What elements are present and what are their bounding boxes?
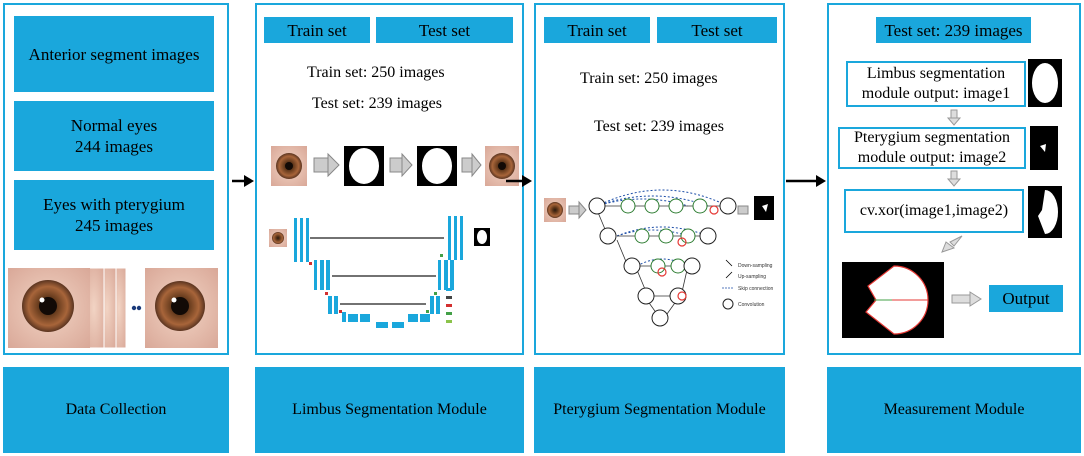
xor-box: cv.xor(image1,image2) xyxy=(844,189,1024,233)
pterygium-train-count: Train set: 250 images xyxy=(580,70,718,87)
arrow-right-icon xyxy=(232,175,254,187)
eye-images-strip xyxy=(8,267,218,349)
right-arrow-icon xyxy=(951,291,982,307)
diagonal-arrow-icon xyxy=(941,235,963,253)
legend-skip: Skip connection xyxy=(738,286,774,292)
limbus-output-box: Limbus segmentation module output: image… xyxy=(846,61,1026,107)
output-label: Output xyxy=(1002,289,1050,308)
limbus-title: Limbus Segmentation Module xyxy=(292,401,487,418)
limbus-mask-image xyxy=(1028,59,1062,107)
anterior-segment-box: Anterior segment images xyxy=(14,16,214,92)
measurement-image xyxy=(842,262,944,338)
limbus-train-label: Train set xyxy=(287,20,347,40)
limbus-train-button: Train set xyxy=(264,17,370,43)
pterygium-test-label: Test set xyxy=(691,20,743,40)
down-arrow-icon xyxy=(946,170,962,187)
output-box: Output xyxy=(989,285,1063,312)
pterygium-train-button: Train set xyxy=(544,17,650,43)
measurement-test-label: Test set: 239 images xyxy=(884,20,1023,40)
pterygium-eyes-box: Eyes with pterygium 245 images xyxy=(14,180,214,250)
measurement-test-button: Test set: 239 images xyxy=(876,17,1031,43)
normal-eyes-label: Normal eyes xyxy=(70,116,158,135)
measurement-title: Measurement Module xyxy=(883,401,1025,418)
data-collection-footer: Data Collection xyxy=(3,367,229,453)
limbus-footer: Limbus Segmentation Module xyxy=(255,367,524,453)
anterior-segment-label: Anterior segment images xyxy=(28,44,200,64)
pterygium-test-button: Test set xyxy=(657,17,777,43)
limbus-test-label: Test set xyxy=(418,20,471,40)
xor-result-image xyxy=(1028,186,1062,238)
down-arrow-icon xyxy=(946,109,962,126)
limbus-train-count: Train set: 250 images xyxy=(307,64,445,81)
legend-upsampling: Up-sampling xyxy=(738,274,766,280)
pterygium-eyes-count: 245 images xyxy=(75,216,153,235)
limbus-test-button: Test set xyxy=(376,17,513,43)
pterygium-title: Pterygium Segmentation Module xyxy=(553,401,766,418)
pterygium-output-box: Pterygium segmentation module output: im… xyxy=(838,127,1026,169)
data-collection-title: Data Collection xyxy=(65,401,167,418)
pterygium-test-count: Test set: 239 images xyxy=(594,118,724,135)
limbus-output-line1: Limbus segmentation xyxy=(866,65,1006,82)
measurement-footer: Measurement Module xyxy=(827,367,1081,453)
legend-downsampling: Down-sampling xyxy=(738,263,773,269)
pterygium-output-line1: Pterygium segmentation xyxy=(854,129,1010,146)
pterygium-output-line2: module output: image2 xyxy=(857,149,1007,166)
unet-diagram xyxy=(269,216,490,328)
pterygium-footer: Pterygium Segmentation Module xyxy=(534,367,785,453)
limbus-pipeline xyxy=(271,146,519,186)
arrow-right-icon xyxy=(506,175,532,187)
limbus-output-line2: module output: image1 xyxy=(861,85,1011,102)
pterygium-eyes-label: Eyes with pterygium xyxy=(43,195,185,214)
limbus-test-count: Test set: 239 images xyxy=(312,95,442,112)
normal-eyes-box: Normal eyes 244 images xyxy=(14,101,214,171)
xor-label: cv.xor(image1,image2) xyxy=(859,202,1009,219)
normal-eyes-count: 244 images xyxy=(75,137,153,156)
arrow-right-icon xyxy=(786,175,826,187)
unetpp-diagram: Down-sampling Up-sampling Skip connectio… xyxy=(544,189,774,327)
pterygium-train-label: Train set xyxy=(567,20,627,40)
legend-conv: Convolution xyxy=(738,302,765,308)
pterygium-mask-image xyxy=(1030,126,1058,170)
